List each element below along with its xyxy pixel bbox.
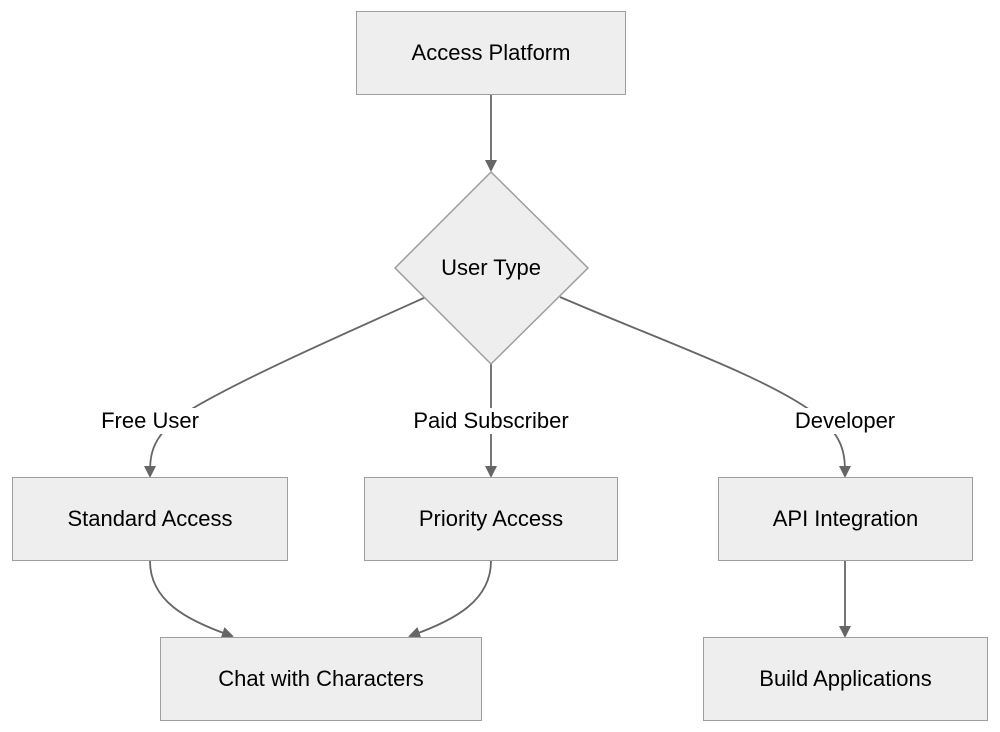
api-integration-node: API Integration	[718, 477, 973, 561]
build-applications-node: Build Applications	[703, 637, 988, 721]
access-platform-label: Access Platform	[411, 40, 571, 65]
priority-access-node: Priority Access	[364, 477, 618, 561]
standard-access-label: Standard Access	[67, 506, 233, 531]
edge-label-developer: Developer	[790, 408, 900, 434]
user-type-diamond	[393, 170, 590, 366]
edge-label-paid-subscriber: Paid Subscriber	[409, 408, 573, 434]
edge-label-free-user: Free User	[97, 408, 203, 434]
edge-priority-to-chat	[408, 560, 492, 639]
edge-standard-to-chat	[149, 560, 234, 639]
edge-usertype-to-standard	[144, 296, 427, 478]
api-integration-label: API Integration	[772, 506, 919, 531]
priority-access-label: Priority Access	[418, 506, 564, 531]
chat-with-characters-node: Chat with Characters	[160, 637, 482, 721]
user-type-label: User Type	[441, 255, 541, 280]
build-applications-label: Build Applications	[759, 666, 932, 691]
access-platform-node: Access Platform	[356, 11, 626, 95]
edge-usertype-to-api	[559, 296, 851, 478]
standard-access-node: Standard Access	[12, 477, 288, 561]
chat-with-characters-label: Chat with Characters	[218, 666, 424, 691]
